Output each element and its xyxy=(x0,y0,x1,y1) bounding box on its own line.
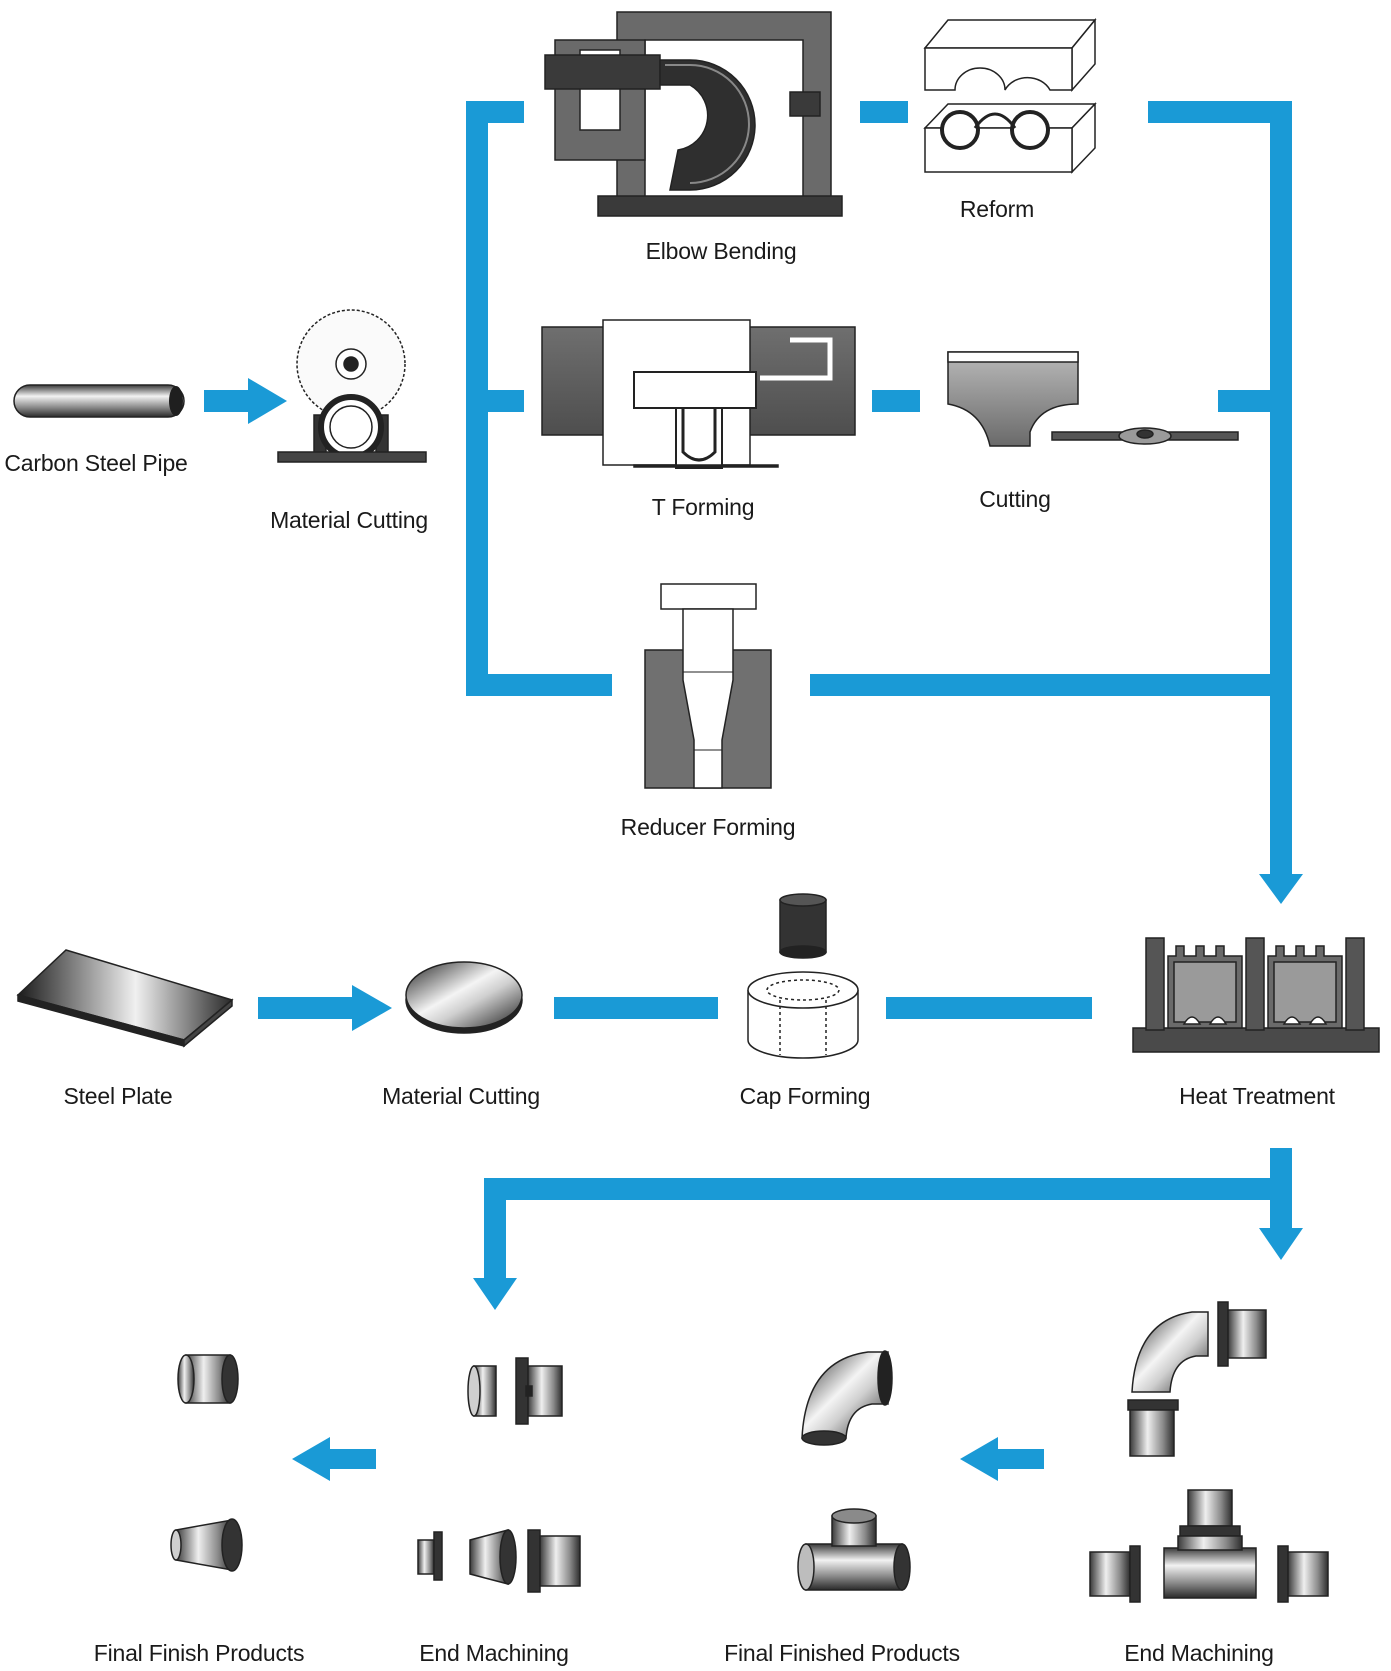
flow-link-tee-cutting xyxy=(872,390,920,412)
flow-arrowhead-pipe-to-cutting xyxy=(248,378,287,424)
label-heat-treatment: Heat Treatment xyxy=(1179,1083,1335,1109)
flow-branch-reducer xyxy=(466,674,612,696)
flow-collector-right xyxy=(1270,101,1292,881)
label-material-cutting-plate: Material Cutting xyxy=(382,1083,540,1109)
saw-cutter-illustration xyxy=(277,309,427,463)
label-t-forming: T Forming xyxy=(651,494,755,520)
flow-collector-top xyxy=(1148,101,1292,123)
reform-die-illustration xyxy=(923,17,1097,174)
label-steel-plate: Steel Plate xyxy=(63,1083,173,1109)
flow-lines xyxy=(204,101,1303,1481)
end-machining-tee-illustration xyxy=(1089,1489,1329,1603)
label-final-finished-products: Final Finished Products xyxy=(724,1640,960,1666)
flow-collector-cutting xyxy=(1218,390,1270,412)
flow-arrowhead-end-machining-right xyxy=(1259,1228,1303,1260)
final-elbow-product-illustration xyxy=(801,1350,893,1446)
flow-arrow-end-to-final-right xyxy=(994,1449,1044,1469)
flow-arrow-pipe-to-cutting xyxy=(204,390,250,412)
reducer-forming-illustration xyxy=(644,583,772,789)
tee-cutting-illustration xyxy=(947,351,1239,447)
steel-plate-illustration xyxy=(16,949,234,1048)
label-cutting: Cutting xyxy=(979,486,1051,512)
flow-arrow-plate-to-cutting xyxy=(258,997,354,1019)
end-machining-reducer-illustration xyxy=(417,1529,581,1593)
end-machining-elbow-illustration xyxy=(1127,1301,1267,1457)
disc-blank-illustration xyxy=(405,961,523,1034)
cap-forming-illustration xyxy=(747,893,859,1059)
label-reducer-forming: Reducer Forming xyxy=(620,814,796,840)
flow-collector-reducer xyxy=(810,674,1270,696)
label-end-machining-left: End Machining xyxy=(419,1640,569,1666)
flow-arrowhead-end-machining-left xyxy=(473,1278,517,1310)
flow-link-cap-heat xyxy=(886,997,1092,1019)
label-elbow-bending: Elbow Bending xyxy=(645,238,797,264)
end-machining-cap-illustration xyxy=(467,1357,563,1425)
flow-heat-left-down xyxy=(484,1178,506,1280)
flow-branch-tee xyxy=(488,390,524,412)
flow-arrowhead-plate-to-cutting xyxy=(352,985,392,1031)
label-final-finish-products: Final Finish Products xyxy=(93,1640,305,1666)
flow-link-material-cutting xyxy=(466,390,488,412)
label-reform: Reform xyxy=(959,196,1035,222)
elbow-bending-illustration xyxy=(544,11,843,217)
flow-link-elbow-reform xyxy=(860,101,908,123)
label-cap-forming: Cap Forming xyxy=(739,1083,871,1109)
flow-branch-elbow xyxy=(466,101,524,123)
label-material-cutting-pipe: Material Cutting xyxy=(270,507,428,533)
t-forming-illustration xyxy=(541,319,856,469)
flow-arrowhead-to-heat xyxy=(1259,874,1303,904)
final-tee-product-illustration xyxy=(797,1508,911,1591)
flow-arrowhead-final-right xyxy=(960,1437,998,1481)
flow-link-disc-cap xyxy=(554,997,718,1019)
flow-arrowhead-final-left xyxy=(292,1437,330,1481)
flow-heat-bar xyxy=(484,1178,1292,1200)
heat-treatment-furnace-illustration xyxy=(1132,937,1380,1053)
final-reducer-product-illustration xyxy=(170,1518,243,1572)
carbon-steel-pipe-illustration xyxy=(13,384,185,418)
label-carbon-steel-pipe: Carbon Steel Pipe xyxy=(4,450,188,476)
label-end-machining-right: End Machining xyxy=(1124,1640,1274,1666)
flow-arrow-end-to-final-left xyxy=(326,1449,376,1469)
final-cap-product-illustration xyxy=(177,1354,239,1404)
